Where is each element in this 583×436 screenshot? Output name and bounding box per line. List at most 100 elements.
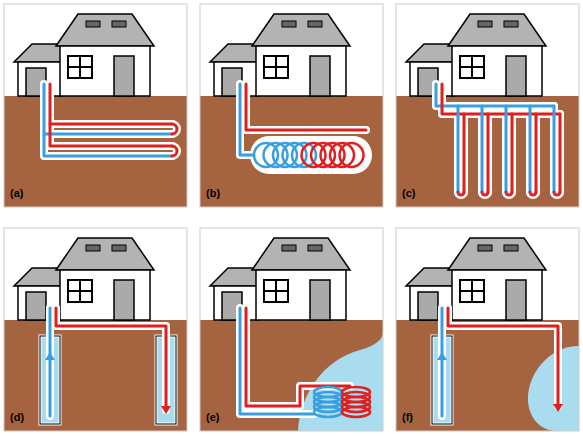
flow-arrow — [437, 352, 447, 360]
panel — [200, 4, 383, 207]
door — [310, 56, 330, 96]
hot-pipe — [442, 84, 560, 114]
pipe-casing — [246, 308, 350, 406]
roof-window — [282, 21, 296, 27]
roof-window — [112, 245, 126, 251]
panel-label: (f) — [402, 411, 413, 423]
window — [460, 56, 484, 78]
hot-pipe — [506, 192, 512, 195]
hot-pipe — [559, 114, 562, 192]
roof-window — [112, 21, 126, 27]
window — [68, 56, 92, 78]
panel-label: (a) — [10, 187, 23, 199]
pond — [528, 346, 579, 431]
pipe-casing — [460, 114, 468, 192]
cold-pipe — [49, 308, 52, 416]
house-roof — [56, 238, 154, 270]
garage-door — [418, 292, 438, 320]
sky — [396, 4, 579, 207]
panel — [396, 228, 579, 431]
window — [460, 280, 484, 302]
house-roof — [56, 14, 154, 46]
hot-pipe — [50, 123, 172, 126]
door — [310, 280, 330, 320]
window-cross — [460, 280, 484, 302]
pipe-casing — [50, 84, 172, 146]
cold-pipe — [44, 84, 172, 156]
door — [506, 56, 526, 96]
cold-pipe — [505, 106, 508, 192]
hot-pipe — [511, 114, 514, 192]
pipe-casing — [44, 130, 172, 138]
roof-window — [86, 21, 100, 27]
panel — [4, 228, 187, 431]
panel-label: (c) — [402, 187, 415, 199]
panel — [396, 4, 579, 207]
hot-pipe — [554, 192, 560, 195]
garage-door — [26, 292, 46, 320]
pipe-casing — [554, 192, 560, 195]
panel-frame — [4, 4, 187, 207]
cold-pipe — [240, 308, 314, 414]
hot-pipe — [530, 192, 536, 195]
pipe-casing — [56, 308, 166, 410]
roof-window — [86, 245, 100, 251]
pipe-casing — [532, 114, 540, 192]
roof-window — [478, 245, 492, 251]
pipe-casing — [172, 146, 177, 156]
hot-pipe — [246, 84, 366, 130]
cold-pipe — [529, 106, 532, 192]
panel-label: (d) — [10, 411, 24, 423]
window-cross — [68, 280, 92, 302]
house-wall — [452, 270, 542, 320]
window-cross — [264, 280, 288, 302]
hot-pipe — [172, 146, 177, 156]
house-wall — [60, 46, 150, 96]
slinky-coil — [340, 143, 364, 167]
house-roof — [448, 14, 546, 46]
pipe-casing — [530, 192, 536, 195]
pipe-casing — [50, 120, 172, 128]
sky — [4, 228, 187, 431]
coil — [342, 407, 370, 417]
panel-frame — [4, 228, 187, 431]
window — [68, 280, 92, 302]
sky — [200, 228, 383, 431]
coil — [314, 407, 342, 417]
house-wall — [256, 270, 346, 320]
ground — [200, 96, 383, 207]
pipe-casing — [172, 124, 177, 134]
sky — [4, 4, 187, 207]
cold-pipe — [436, 84, 554, 106]
hot-pipe — [487, 114, 490, 192]
hot-pipe — [172, 124, 177, 134]
roof-window — [504, 21, 518, 27]
flow-arrow — [45, 352, 55, 360]
panel — [200, 228, 383, 431]
pipe-casing — [436, 84, 554, 106]
pipe-casing — [44, 84, 172, 156]
pipe-casing — [508, 114, 516, 192]
panel-frame — [200, 228, 383, 431]
hot-pipe — [50, 84, 172, 146]
house-roof — [252, 238, 350, 270]
hot-pipe — [56, 308, 166, 410]
window-cross — [68, 56, 92, 78]
panel-frame — [200, 4, 383, 207]
window-cross — [264, 56, 288, 78]
pipe-casing — [556, 114, 564, 192]
flow-arrow — [161, 406, 171, 414]
ground — [396, 320, 579, 431]
pipe-casing — [484, 114, 492, 192]
cold-pipe — [481, 106, 484, 192]
panel-label: (b) — [206, 187, 220, 199]
roof-window — [308, 245, 322, 251]
pipe-casing — [246, 84, 366, 130]
house-wall — [452, 46, 542, 96]
house-roof — [252, 14, 350, 46]
cold-pipe — [457, 106, 460, 192]
hot-pipe — [482, 192, 488, 195]
